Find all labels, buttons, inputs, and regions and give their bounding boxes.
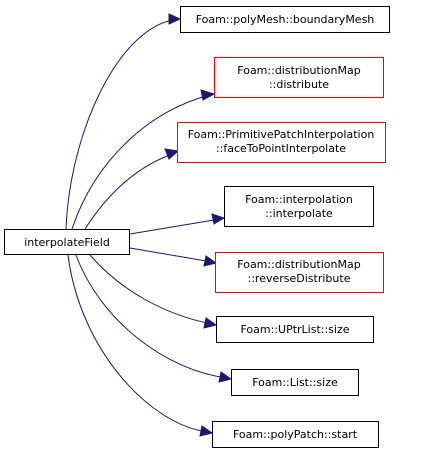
node-polymesh-boundarymesh-box: [180, 6, 390, 33]
node-distributionmap-distribute-box: [214, 57, 384, 98]
node-uptrlist-size[interactable]: Foam::UPtrList::size: [216, 316, 374, 343]
node-distributionmap-distribute-label-1: Foam::distributionMap: [237, 64, 360, 77]
arrow-to-list-size: [218, 371, 233, 383]
node-distributionmap-reversedistribute[interactable]: Foam::distributionMap ::reverseDistribut…: [215, 252, 384, 293]
node-distributionmap-distribute-label-2: ::distribute: [269, 78, 329, 91]
node-interpolation-interpolate-label-1: Foam::interpolation: [245, 193, 353, 206]
node-interpolatefield-label: interpolateField: [24, 236, 110, 249]
node-list-size-box: [231, 369, 359, 396]
arrow-to-polypatch-start: [199, 425, 214, 437]
edge-to-polypatch-start: [67, 254, 209, 433]
node-facetopointinterpolate-label-2: ::faceToPointInterpolate: [216, 142, 346, 155]
node-interpolation-interpolate-box: [224, 186, 374, 227]
edge-to-reversedistribute: [129, 247, 213, 263]
node-reversedistribute-label-1: Foam::distributionMap: [237, 258, 360, 271]
node-distributionmap-distribute[interactable]: Foam::distributionMap ::distribute: [214, 57, 384, 98]
node-list-size[interactable]: Foam::List::size: [231, 369, 359, 396]
node-uptrlist-size-box: [216, 316, 374, 343]
call-edges: [65, 13, 233, 437]
node-list-size-label: Foam::List::size: [252, 376, 338, 389]
node-polypatch-start[interactable]: Foam::polyPatch::start: [212, 421, 379, 448]
edge-to-uptrlist-size: [89, 254, 213, 325]
edge-to-facetopointinterpolate: [84, 152, 176, 230]
node-polymesh-boundarymesh-label: Foam::polyMesh::boundaryMesh: [196, 13, 375, 26]
node-polymesh-boundarymesh[interactable]: Foam::polyMesh::boundaryMesh: [180, 6, 390, 33]
node-interpolation-interpolate[interactable]: Foam::interpolation ::interpolate: [224, 186, 374, 227]
node-interpolation-interpolate-label-2: ::interpolate: [265, 207, 333, 220]
node-polypatch-start-box: [212, 421, 379, 448]
node-polypatch-start-label: Foam::polyPatch::start: [233, 428, 358, 441]
node-reversedistribute-label-2: ::reverseDistribute: [248, 272, 351, 285]
node-facetopointinterpolate-box: [177, 122, 386, 163]
node-reversedistribute-box: [215, 252, 384, 293]
node-interpolatefield-box: [4, 229, 130, 255]
arrow-to-facetopointinterpolate: [164, 148, 180, 160]
edge-to-list-size: [75, 254, 228, 379]
arrow-to-distribute: [200, 89, 216, 101]
edge-to-distribute: [71, 94, 211, 230]
arrow-to-interpolate: [211, 213, 226, 225]
edge-to-boundarymesh: [65, 18, 179, 230]
arrow-to-boundarymesh: [168, 13, 182, 25]
arrow-to-uptrlist-size: [203, 317, 218, 329]
node-primitivepatchinterpolation-facetopointinterpolate[interactable]: Foam::PrimitivePatchInterpolation ::face…: [177, 122, 386, 163]
edge-to-interpolate: [129, 218, 221, 235]
node-interpolatefield[interactable]: interpolateField: [4, 229, 130, 255]
node-uptrlist-size-label: Foam::UPtrList::size: [240, 323, 349, 336]
arrow-to-reversedistribute: [203, 255, 218, 267]
node-facetopointinterpolate-label-1: Foam::PrimitivePatchInterpolation: [188, 128, 375, 141]
